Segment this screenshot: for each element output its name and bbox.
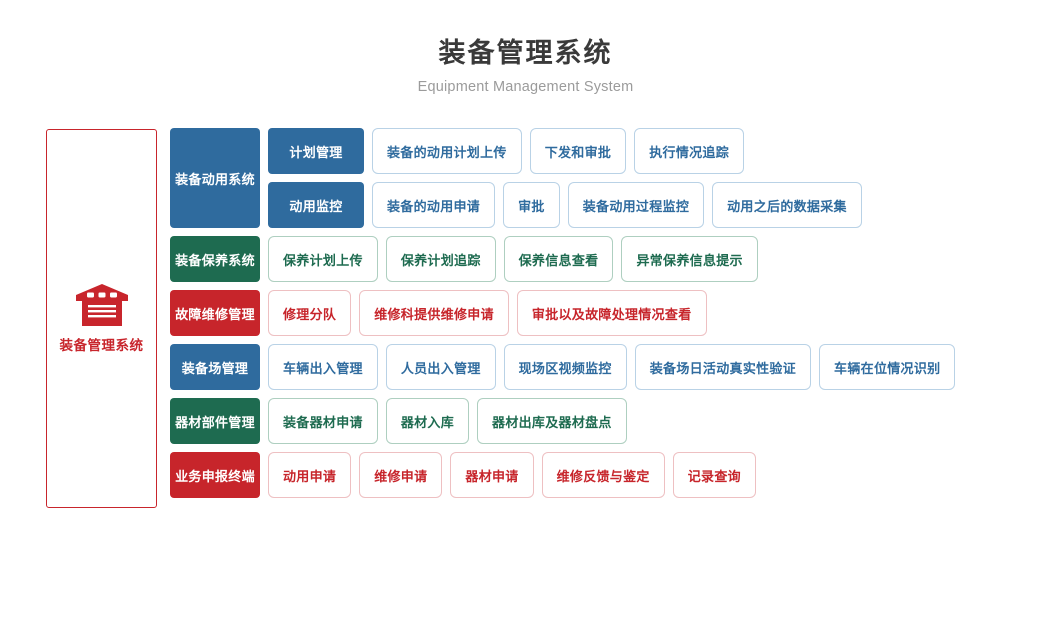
diagram-row: 装备保养系统保养计划上传保养计划追踪保养信息查看异常保养信息提示 [170, 236, 955, 282]
leaf-card[interactable]: 器材申请 [450, 452, 534, 498]
leaf-card[interactable]: 动用之后的数据采集 [712, 182, 862, 228]
leaf-card[interactable]: 动用申请 [268, 452, 352, 498]
leaf-card[interactable]: 维修申请 [359, 452, 443, 498]
leaf-card[interactable]: 执行情况追踪 [634, 128, 745, 174]
leaf-card[interactable]: 记录查询 [672, 452, 756, 498]
leaf-card[interactable]: 装备场日活动真实性验证 [634, 344, 812, 390]
leaf-card[interactable]: 保养信息查看 [503, 236, 614, 282]
leaf-card[interactable]: 保养计划上传 [268, 236, 378, 282]
diagram-subrow: 计划管理装备的动用计划上传下发和审批执行情况追踪 [268, 128, 862, 174]
category-node[interactable]: 故障维修管理 [170, 290, 260, 336]
diagram-body: 装备动用系统计划管理装备的动用计划上传下发和审批执行情况追踪动用监控装备的动用申… [170, 128, 956, 498]
diagram-subrow: 动用监控装备的动用申请审批装备动用过程监控动用之后的数据采集 [268, 182, 862, 228]
hero-label: 装备管理系统 [59, 337, 144, 353]
category-node[interactable]: 装备保养系统 [170, 236, 260, 282]
leaf-card[interactable]: 车辆出入管理 [268, 344, 378, 390]
category-node[interactable]: 业务申报终端 [170, 452, 260, 498]
category-node[interactable]: 器材部件管理 [170, 398, 260, 444]
diagram-row: 装备动用系统计划管理装备的动用计划上传下发和审批执行情况追踪动用监控装备的动用申… [170, 128, 955, 228]
leaf-card[interactable]: 人员出入管理 [385, 344, 496, 390]
leaf-card[interactable]: 器材入库 [385, 398, 470, 444]
diagram-row: 装备场管理车辆出入管理人员出入管理现场区视频监控装备场日活动真实性验证车辆在位情… [170, 344, 956, 390]
leaf-card[interactable]: 装备动用过程监控 [567, 182, 705, 228]
leaf-card[interactable]: 修理分队 [268, 290, 352, 336]
diagram-row: 器材部件管理装备器材申请器材入库器材出库及器材盘点 [170, 398, 955, 444]
category-node[interactable]: 装备动用系统 [170, 128, 260, 228]
leaf-card[interactable]: 器材出库及器材盘点 [477, 398, 627, 444]
page-header: 装备管理系统 Equipment Management System [0, 36, 1051, 96]
warehouse-icon [75, 283, 129, 326]
mid-node[interactable]: 计划管理 [268, 128, 364, 174]
leaf-card[interactable]: 审批 [503, 182, 560, 228]
leaf-card[interactable]: 装备的动用申请 [372, 182, 496, 228]
mid-node[interactable]: 动用监控 [268, 182, 364, 228]
page-title: 装备管理系统 [438, 38, 613, 68]
leaf-card[interactable]: 车辆在位情况识别 [819, 344, 956, 390]
hero-panel: 装备管理系统 [46, 129, 157, 508]
leaf-card[interactable]: 异常保养信息提示 [621, 236, 758, 282]
diagram-row: 故障维修管理修理分队维修科提供维修申请审批以及故障处理情况查看 [170, 290, 955, 336]
sub-row-group: 计划管理装备的动用计划上传下发和审批执行情况追踪动用监控装备的动用申请审批装备动… [268, 128, 862, 228]
diagram-row: 业务申报终端动用申请维修申请器材申请维修反馈与鉴定记录查询 [170, 452, 955, 498]
leaf-card[interactable]: 下发和审批 [529, 128, 627, 174]
leaf-card[interactable]: 审批以及故障处理情况查看 [516, 290, 707, 336]
leaf-card[interactable]: 保养计划追踪 [385, 236, 496, 282]
leaf-card[interactable]: 装备器材申请 [268, 398, 378, 444]
leaf-card[interactable]: 维修反馈与鉴定 [541, 452, 665, 498]
leaf-card[interactable]: 现场区视频监控 [503, 344, 627, 390]
page-subtitle: Equipment Management System [417, 79, 634, 95]
leaf-card[interactable]: 装备的动用计划上传 [372, 128, 522, 174]
category-node[interactable]: 装备场管理 [170, 344, 260, 390]
leaf-card[interactable]: 维修科提供维修申请 [359, 290, 509, 336]
